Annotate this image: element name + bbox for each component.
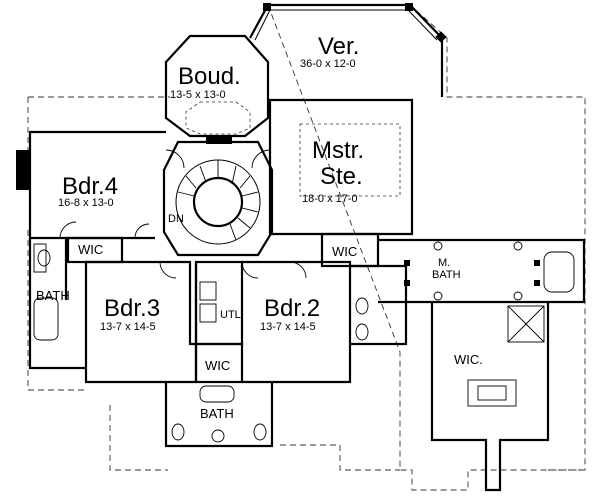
bedroom-4: Bdr.4 16-8 x 13-0 — [16, 130, 166, 240]
master-suite: Mstr. Ste. 18-0 x 17-0 — [268, 98, 414, 236]
bath-left: BATH — [28, 238, 86, 370]
veranda-dims: 36-0 x 12-0 — [300, 58, 356, 70]
bedroom-2: Bdr.2 13-7 x 14-5 — [242, 260, 352, 384]
master-bath-name-2: BATH — [432, 269, 461, 281]
utility: UTL WIC — [194, 260, 259, 384]
boudoir-name: Boud. — [178, 63, 241, 90]
veranda: Ver. 36-0 x 12-0 — [249, 3, 447, 97]
wic-bedroom-2-name: WIC — [332, 244, 357, 259]
bath-bottom: BATH — [164, 382, 274, 448]
wic-bedroom-4: WIC — [66, 236, 124, 264]
bath-right-annex — [350, 264, 408, 346]
bedroom-3-name: Bdr.3 — [104, 295, 160, 322]
master-closet: WIC. — [430, 302, 550, 492]
veranda-name: Ver. — [318, 33, 359, 60]
bath-bottom-name: BATH — [200, 406, 234, 421]
bedroom-3-dims: 13-7 x 14-5 — [100, 321, 156, 333]
bath-left-name: BATH — [36, 288, 70, 303]
boudoir: Boud. 13-5 x 13-0 — [164, 34, 270, 138]
boudoir-dims: 13-5 x 13-0 — [170, 89, 226, 101]
master-suite-dims: 18-0 x 17-0 — [302, 193, 358, 205]
bedroom-2-dims: 13-7 x 14-5 — [260, 321, 316, 333]
master-suite-name-2: Ste. — [320, 163, 363, 190]
bedroom-4-name: Bdr.4 — [62, 173, 118, 200]
utility-name: UTL — [220, 309, 241, 321]
master-bath-name-1: M. — [438, 257, 450, 269]
dashed-outlines — [27, 4, 586, 491]
master-bath: M. BATH — [378, 238, 586, 304]
wic-bedroom-3-name: WIC — [205, 358, 230, 373]
master-closet-name: WIC. — [454, 352, 483, 367]
stair-label: DN — [168, 213, 184, 225]
wic-bedroom-4-name: WIC — [78, 242, 103, 257]
stair-hall: DN — [162, 136, 274, 257]
bedroom-3: Bdr.3 13-7 x 14-5 — [84, 260, 198, 384]
bedroom-4-dims: 16-8 x 13-0 — [58, 197, 114, 209]
master-suite-name-1: Mstr. — [312, 137, 364, 164]
bedroom-2-name: Bdr.2 — [264, 295, 320, 322]
